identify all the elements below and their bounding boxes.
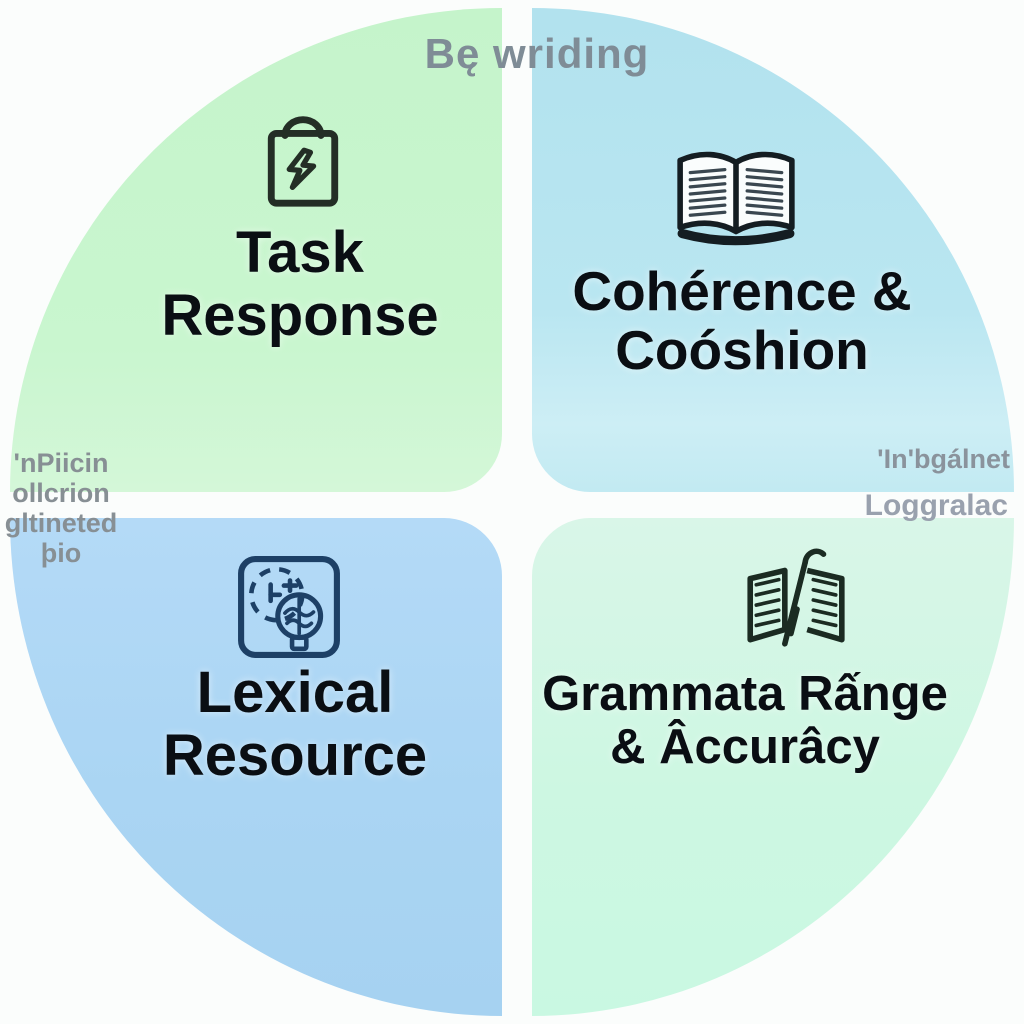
grammar-line2: & Âccurâcy — [610, 719, 880, 774]
coherence-line1: Cohérence & — [572, 260, 912, 322]
lexical-line1: Lexical — [196, 660, 394, 725]
left-side-line: gltineted — [4, 508, 118, 538]
lexical-line2: Resource — [162, 722, 428, 788]
right-side-text-2: Loggralac — [864, 489, 1008, 522]
left-side-line: 'nPiicin — [13, 448, 109, 478]
coherence-cohesion-label: Cohérence & Coóshion — [532, 260, 952, 382]
quadrant-coherence-cohesion — [532, 8, 1014, 492]
grammatical-range-label: Grammata Rấnge & Âccurâcy — [525, 668, 965, 774]
diagram-title: Bę wriding — [424, 30, 650, 77]
task-response-line1: Task — [236, 220, 364, 285]
lightbulb-brain-icon — [238, 556, 340, 658]
coherence-line2: Coóshion — [615, 319, 869, 382]
right-side-text-1: 'In'bgálnet — [877, 444, 1010, 474]
left-side-text: 'nPiicin ollcrion gltineted þio — [2, 448, 120, 568]
task-response-label: Task Response — [100, 220, 500, 348]
grammar-line1: Grammata Rấnge — [542, 667, 948, 721]
task-response-line2: Response — [161, 282, 439, 348]
open-book-icon — [677, 151, 795, 246]
lexical-resource-label: Lexical Resource — [95, 660, 495, 788]
left-side-line: ollcrion — [12, 478, 110, 508]
pen-paper-icon — [747, 548, 845, 647]
clipboard-lightning-icon — [267, 116, 339, 207]
left-side-line: þio — [40, 538, 82, 568]
